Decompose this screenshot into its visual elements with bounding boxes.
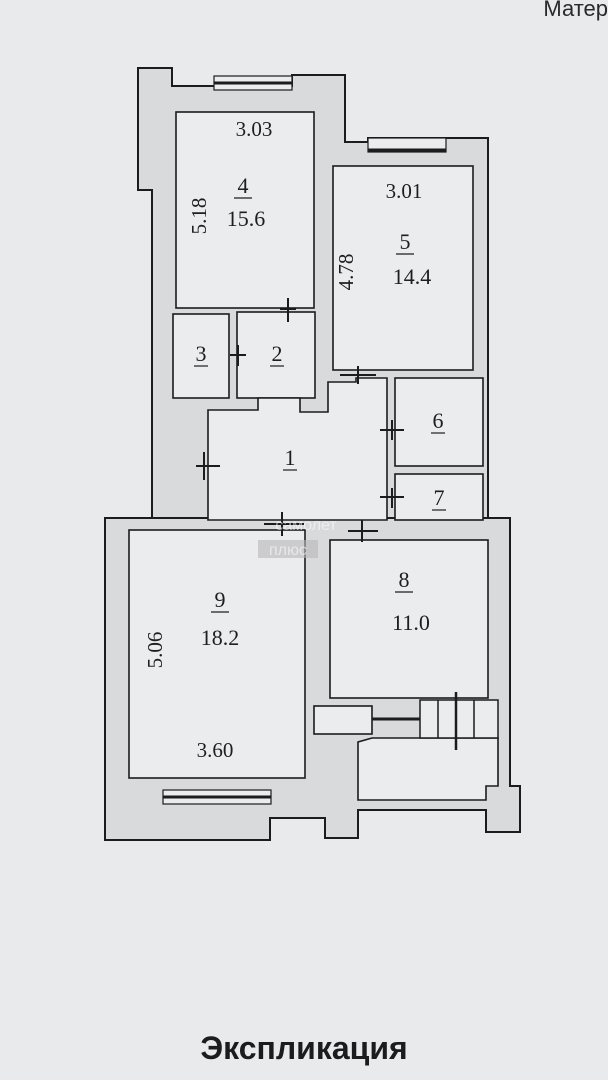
room-number-2: 2 <box>272 341 283 366</box>
room-number-9: 9 <box>215 587 226 612</box>
dim-room9-length: 5.06 <box>143 632 167 669</box>
bathroom-nook <box>313 705 373 735</box>
stairs <box>372 692 499 750</box>
room-labels: 4 15.6 5 14.4 3 2 1 6 7 8 11.0 9 18.2 <box>194 173 446 650</box>
dim-room4-width: 3.03 <box>236 117 273 141</box>
room-number-3: 3 <box>196 341 207 366</box>
room-area-9: 18.2 <box>201 625 240 650</box>
dim-room9-width: 3.60 <box>197 738 234 762</box>
page-title: Экспликация <box>200 1030 408 1066</box>
dim-room5-width: 3.01 <box>386 179 423 203</box>
rooms <box>128 111 499 801</box>
room-5 <box>332 165 474 371</box>
room-8 <box>329 539 489 699</box>
corner-text: Матер <box>543 0 608 21</box>
floor-plan: 4 15.6 5 14.4 3 2 1 6 7 8 11.0 9 18.2 3.… <box>104 67 521 841</box>
windows <box>162 75 447 805</box>
room-number-8: 8 <box>399 567 410 592</box>
room-number-5: 5 <box>400 229 411 254</box>
dim-room5-length: 4.78 <box>334 254 358 291</box>
svg-text:самолет: самолет <box>275 517 337 534</box>
room-7 <box>394 473 484 521</box>
room-number-4: 4 <box>238 173 249 198</box>
svg-text:плюс: плюс <box>269 542 307 559</box>
room-area-4: 15.6 <box>227 206 266 231</box>
room-1 <box>207 377 388 521</box>
room-6 <box>394 377 484 467</box>
room-number-6: 6 <box>433 408 444 433</box>
dim-room4-length: 5.18 <box>187 198 211 235</box>
doors <box>196 298 404 542</box>
room-area-8: 11.0 <box>392 610 430 635</box>
room-9 <box>128 529 306 779</box>
balcony <box>357 737 499 801</box>
room-number-7: 7 <box>434 485 445 510</box>
watermark: самолет плюс <box>258 517 337 559</box>
room-area-5: 14.4 <box>393 264 432 289</box>
dimension-labels: 3.03 3.01 3.60 5.18 4.78 5.06 <box>143 117 422 762</box>
room-2 <box>236 311 316 399</box>
room-4 <box>175 111 315 309</box>
room-3 <box>172 313 230 399</box>
room-number-1: 1 <box>285 445 296 470</box>
